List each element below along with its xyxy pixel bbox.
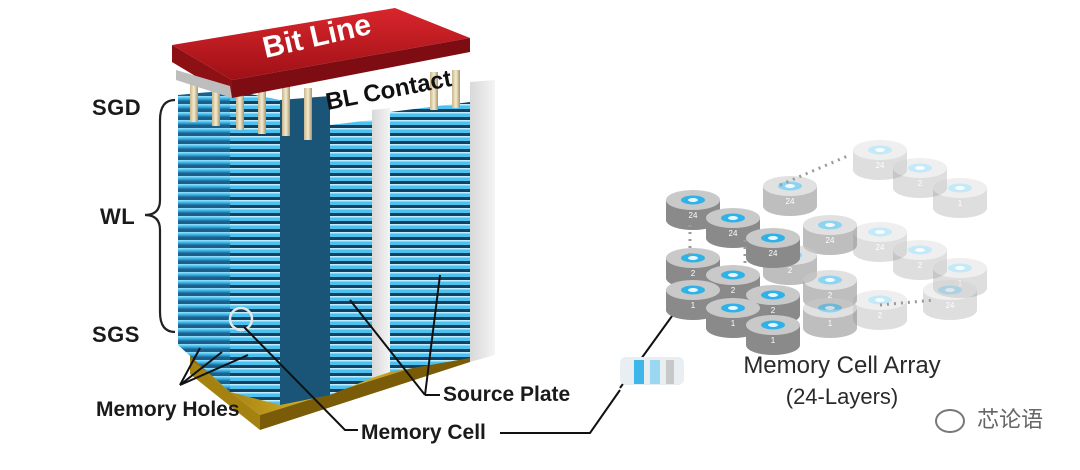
cell-layer-label: 1 (771, 336, 776, 345)
array-dotted-lines (688, 153, 936, 307)
cell-cylinder: 24 (923, 280, 977, 320)
source-plate-label: Source Plate (443, 383, 571, 406)
cell-layer-label: 1 (828, 319, 833, 328)
cell-cylinder: 1 (746, 315, 800, 355)
cell-cylinder: 24 (763, 176, 817, 216)
cell-layer-label: 2 (828, 291, 833, 300)
cell-cylinder: 1 (933, 258, 987, 298)
cell-layer-label: 24 (946, 301, 955, 310)
memory-cell-marker (228, 306, 254, 332)
cell-layer-label: 1 (958, 199, 963, 208)
cell-cylinder: 2 (666, 248, 720, 288)
cell-layer-label: 2 (771, 306, 776, 315)
array-title: Memory Cell Array (743, 352, 941, 379)
bit-line-plate (172, 8, 470, 98)
cell-cylinder: 2 (853, 290, 907, 330)
middle-block (280, 96, 372, 405)
cell-layer-label: 2 (918, 179, 923, 188)
memory-cell-label: Memory Cell (361, 421, 486, 444)
cell-cylinder: 24 (853, 222, 907, 262)
left-block (178, 90, 280, 405)
side-bracket (144, 98, 176, 334)
wl-label: WL (100, 204, 136, 229)
single-column-icon (620, 357, 684, 385)
wechat-icon (935, 409, 965, 434)
cell-layer-label: 24 (876, 243, 885, 252)
cell-layer-label: 24 (729, 229, 738, 238)
cell-layer-label: 1 (731, 319, 736, 328)
memory-cell-array: 24 2 1 24 2 1 24 2 24 24 2 2 1 24 24 24 2 2 2 1 1 1 (666, 140, 987, 355)
cell-cylinder: 24 (803, 215, 857, 255)
cell-layer-label: 2 (691, 269, 696, 278)
sgd-label: SGD (92, 95, 142, 120)
source-plate-wall (372, 80, 495, 378)
memory-holes-label: Memory Holes (96, 398, 240, 421)
cell-layer-label: 24 (689, 211, 698, 220)
cell-layer-label: 24 (826, 236, 835, 245)
watermark-text: 芯论语 (977, 407, 1044, 432)
cell-cylinder: 2 (893, 240, 947, 280)
bl-contact-pillars (190, 70, 460, 140)
sgs-label: SGS (92, 322, 140, 347)
cell-cylinder: 24 (853, 140, 907, 180)
array-subtitle: (24-Layers) (785, 384, 899, 409)
cell-layer-label: 24 (786, 197, 795, 206)
cell-cylinder: 2 (893, 158, 947, 198)
cell-layer-label: 24 (769, 249, 778, 258)
cell-cylinder: 1 (933, 178, 987, 218)
cell-layer-label: 24 (876, 161, 885, 170)
cell-cylinder: 24 (706, 208, 760, 248)
cell-layer-label: 2 (788, 266, 793, 275)
cell-layer-label: 2 (878, 311, 883, 320)
cell-layer-label: 2 (731, 286, 736, 295)
right-block (390, 102, 470, 372)
cell-layer-label: 1 (958, 279, 963, 288)
cell-cylinder: 1 (803, 298, 857, 338)
cell-layer-label: 1 (691, 301, 696, 310)
watermark: 芯论语 (935, 402, 1043, 434)
cell-cylinder: 24 (746, 228, 800, 268)
cell-layer-label: 2 (918, 261, 923, 270)
